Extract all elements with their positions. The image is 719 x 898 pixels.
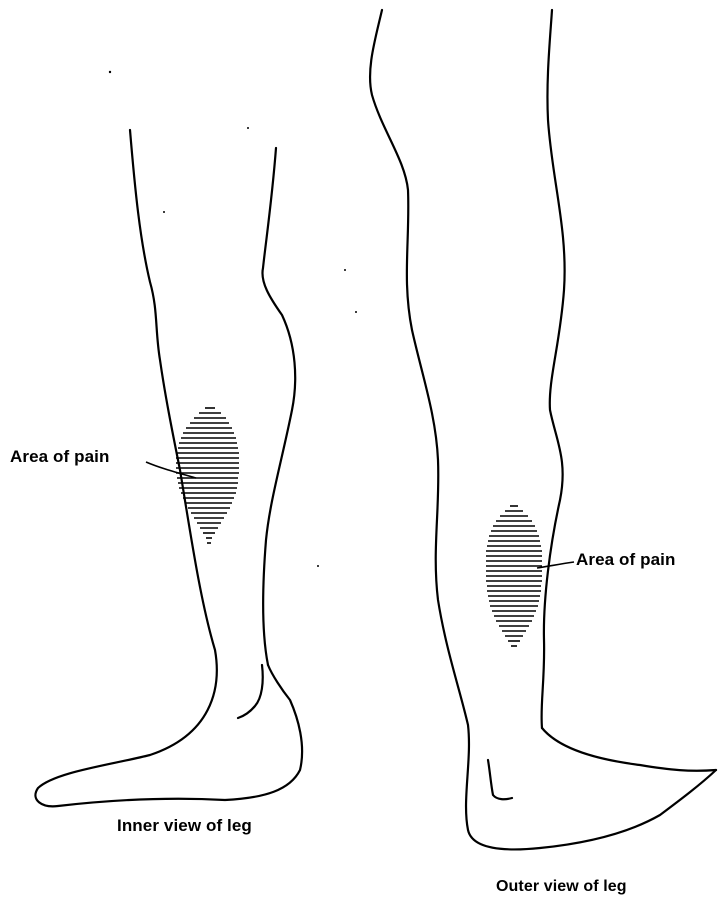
inner-leg-front-contour	[262, 148, 295, 665]
inner-view-leg	[35, 130, 302, 806]
inner-area-of-pain-label: Area of pain	[10, 447, 109, 467]
outer-area-of-pain-label: Area of pain	[576, 550, 675, 570]
outer-pain-area	[486, 506, 542, 646]
inner-leg-back-contour	[35, 130, 302, 806]
inner-view-caption: Inner view of leg	[117, 816, 252, 836]
outer-leg-front-contour	[542, 10, 565, 728]
outer-leg-back-contour	[370, 10, 716, 849]
inner-leg-ankle-detail	[238, 665, 263, 718]
outer-view-leg	[370, 10, 716, 849]
inner-pain-leader-line	[146, 462, 196, 478]
outer-view-caption: Outer view of leg	[496, 878, 627, 896]
outer-leg-foot-top-contour	[542, 728, 716, 771]
outer-leg-ankle-detail	[488, 760, 512, 799]
outer-pain-leader-line	[537, 562, 574, 568]
